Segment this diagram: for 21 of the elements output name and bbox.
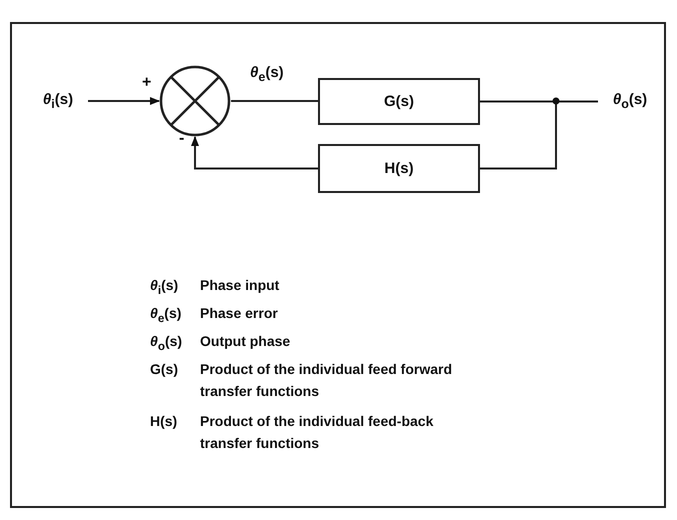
transfer-function-box: H(s) [318,144,480,193]
connector-line [231,100,318,102]
symbol-label: G(s) [150,361,178,377]
output-signal-label: θ$_{o}$(s) [598,88,662,114]
definition-text: Phase input [200,277,280,293]
arrow [88,97,160,105]
symbol-label: θ$_{e}$(s) [150,305,182,325]
sign-label: + [142,74,152,92]
arrow [191,136,318,170]
sign-label: - [179,130,184,148]
definition-text: Product of the individual feed forward transfer functions [200,360,454,401]
symbol-label: θ$_{i}$(s) [150,277,178,297]
symbol-label: H(s) [150,413,178,429]
definition-text: Product of the individual feed-back transfer functions [200,412,434,453]
symbol-label: θ$_{o}$(s) [150,333,182,353]
summing-junction [159,65,231,137]
transfer-function-box: G(s) [318,78,480,125]
edge-label: θ$_{e}$(s) [250,64,284,84]
definition-text: Output phase [200,333,290,349]
input-signal-label: θ$_{i}$(s) [28,88,88,114]
definition-text: Phase error [200,305,278,321]
